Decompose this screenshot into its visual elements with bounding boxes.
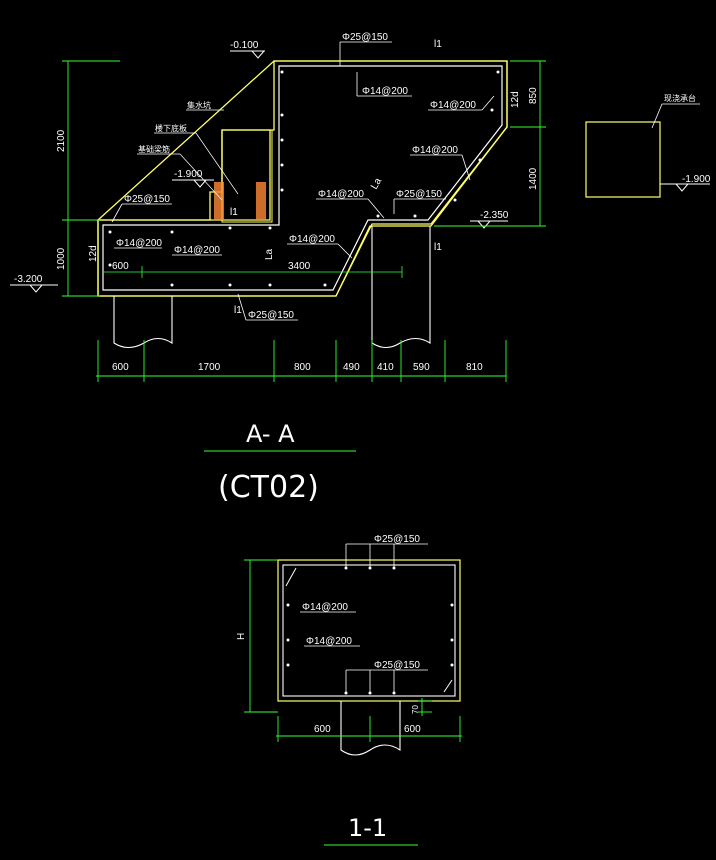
aa-rebar-top-right: Φ14@200 (430, 100, 476, 111)
aa-dim-3400: 3400 (288, 261, 311, 272)
s11-dim-right: 600 (404, 724, 421, 735)
svg-text:800: 800 (294, 362, 311, 373)
aa-dim-left-top: 2100 (56, 129, 67, 152)
aa-pile-right (371, 226, 431, 349)
svg-text:490: 490 (343, 362, 360, 373)
aa-subtitle: (CT02) (218, 470, 319, 505)
aa-rebar-lower: Φ14@200 (289, 234, 335, 245)
s11-rebar-top: Φ25@150 (374, 534, 420, 545)
aa-elev-top: -0.100 (230, 40, 259, 51)
aa-pit-wall (221, 129, 273, 223)
aa-rebar-left-inner1: Φ14@200 (116, 238, 162, 249)
aa-pit-hatch-left (214, 182, 224, 220)
s11-label-70: 70 (411, 705, 420, 714)
aa-pit-label-2: 楼下底板 (155, 123, 187, 133)
svg-text:590: 590 (413, 362, 430, 373)
aa-l1-pit: l1 (230, 207, 238, 218)
aa-dim-right-top: 850 (528, 87, 539, 104)
aa-dim-right-bottom: 1400 (528, 167, 539, 190)
aa-pit-label-3: 基础梁筋 (138, 144, 170, 154)
svg-text:1700: 1700 (198, 362, 221, 373)
aa-12d-left: 12d (88, 245, 99, 262)
detail-box-elev: -1.900 (682, 174, 711, 185)
aa-rebar-bottom: Φ25@150 (248, 310, 294, 321)
aa-la-slope: La (369, 176, 384, 192)
aa-l1-bottom: l1 (234, 305, 242, 316)
aa-pile-left (113, 296, 173, 349)
s11-pile (340, 701, 401, 756)
aa-rebar-outline (102, 65, 503, 291)
aa-rebar-top-inner: Φ14@200 (362, 86, 408, 97)
aa-rebar-mid-right: Φ25@150 (396, 189, 442, 200)
aa-pit-hatch-right (256, 182, 266, 220)
s11-dim-left: 600 (314, 724, 331, 735)
s11-rebar-mid1: Φ14@200 (302, 602, 348, 613)
s11-rebar-bottom: Φ25@150 (374, 660, 420, 671)
aa-rebar-top: Φ25@150 (342, 32, 388, 43)
aa-bottom-dims: 600 1700 800 490 410 590 810 (112, 362, 483, 373)
aa-dim-left-bottom: 1000 (56, 247, 67, 270)
s11-rebar-mid2: Φ14@200 (306, 636, 352, 647)
aa-title: A- A (246, 420, 295, 448)
detail-box-label: 现浇承台 (664, 93, 696, 103)
section-11: Φ25@150 Φ14@200 Φ14@200 Φ25@150 H 70 (236, 534, 462, 846)
aa-dim-600-inner: 600 (112, 261, 129, 272)
s11-label-h: H (236, 633, 247, 640)
aa-elev-left-pit: -1.900 (174, 169, 203, 180)
aa-l1-top: l1 (434, 39, 442, 50)
aa-elev-right: -2.350 (480, 210, 509, 221)
aa-elev-bottom: -3.200 (14, 274, 43, 285)
svg-text:600: 600 (112, 362, 129, 373)
s11-title: 1-1 (348, 814, 387, 842)
aa-12d-top: 12d (510, 91, 521, 108)
aa-rebar-slope: Φ14@200 (412, 145, 458, 156)
aa-l1-right: l1 (434, 242, 442, 253)
aa-la-left: La (264, 248, 275, 260)
aa-pit-label-1: 集水坑 (187, 100, 211, 110)
aa-rebar-left-inner2: Φ14@200 (174, 245, 220, 256)
section-aa: -0.100 Φ25@150 l1 Φ14@200 Φ14@200 Φ14@20… (10, 32, 546, 505)
aa-rebar-mid: Φ14@200 (318, 189, 364, 200)
detail-box: 现浇承台 -1.900 (585, 93, 711, 198)
aa-rebar-left-top: Φ25@150 (124, 194, 170, 205)
aa-rebar-dots (108, 70, 500, 287)
svg-text:410: 410 (377, 362, 394, 373)
svg-text:810: 810 (466, 362, 483, 373)
